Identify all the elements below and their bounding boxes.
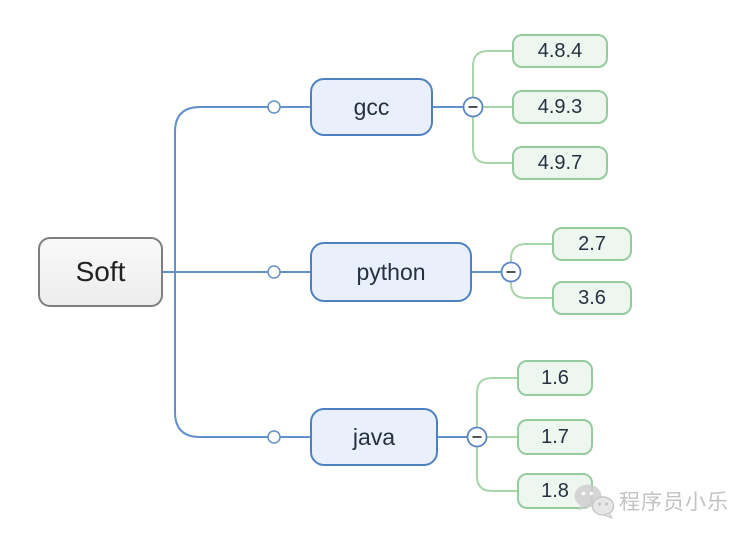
leaf-topic-label: 4.9.3 [537, 95, 583, 118]
branch-topic-label: gcc [353, 93, 390, 120]
circle-handle-java [267, 430, 281, 444]
branch-topic-java[interactable]: java [310, 408, 438, 466]
root-topic-soft[interactable]: Soft [38, 237, 163, 307]
collapse-button-gcc[interactable] [462, 96, 484, 118]
leaf-topic-gcc-493[interactable]: 4.9.3 [512, 90, 608, 124]
wechat-chat-bubbles-icon [574, 484, 615, 520]
leaf-topic-label: 2.7 [578, 232, 606, 255]
branch-topic-gcc[interactable]: gcc [310, 78, 433, 136]
branch-topic-label: java [352, 423, 396, 450]
branch-topic-python[interactable]: python [310, 242, 472, 302]
connector-python-36 [510, 281, 552, 299]
circle-handle-python [267, 265, 281, 279]
leaf-topic-label: 4.9.7 [537, 151, 583, 174]
root-topic-label: Soft [75, 256, 126, 287]
leaf-topic-label: 4.8.4 [537, 39, 583, 62]
leaf-topic-java-17[interactable]: 1.7 [517, 419, 593, 455]
leaf-topic-gcc-484[interactable]: 4.8.4 [512, 34, 608, 68]
connector-root-trunk-gcc-java [174, 106, 310, 438]
branch-topic-label: python [356, 258, 426, 285]
connector-java-16 [476, 377, 517, 428]
child-connectors [472, 50, 552, 492]
leaf-topic-label: 1.8 [541, 479, 569, 502]
leaf-topic-label: 3.6 [578, 286, 606, 309]
leaf-topic-python-36[interactable]: 3.6 [552, 281, 632, 315]
leaf-topic-label: 1.6 [541, 366, 569, 389]
connector-gcc-484 [472, 50, 512, 98]
connector-java-18 [476, 446, 517, 492]
branch-connectors [163, 106, 511, 438]
watermark-text: 程序员小乐 [619, 491, 729, 514]
circle-handle-gcc [267, 100, 281, 114]
connector-gcc-497 [472, 116, 512, 164]
leaf-topic-python-27[interactable]: 2.7 [552, 227, 632, 261]
leaf-topic-label: 1.7 [541, 425, 569, 448]
leaf-topic-gcc-497[interactable]: 4.9.7 [512, 146, 608, 180]
collapse-button-java[interactable] [466, 426, 488, 448]
connector-python-27 [510, 243, 552, 263]
leaf-topic-java-16[interactable]: 1.6 [517, 360, 593, 396]
collapse-button-python[interactable] [500, 261, 522, 283]
branch-handles [267, 100, 281, 444]
watermark: 程序员小乐 [573, 481, 729, 521]
